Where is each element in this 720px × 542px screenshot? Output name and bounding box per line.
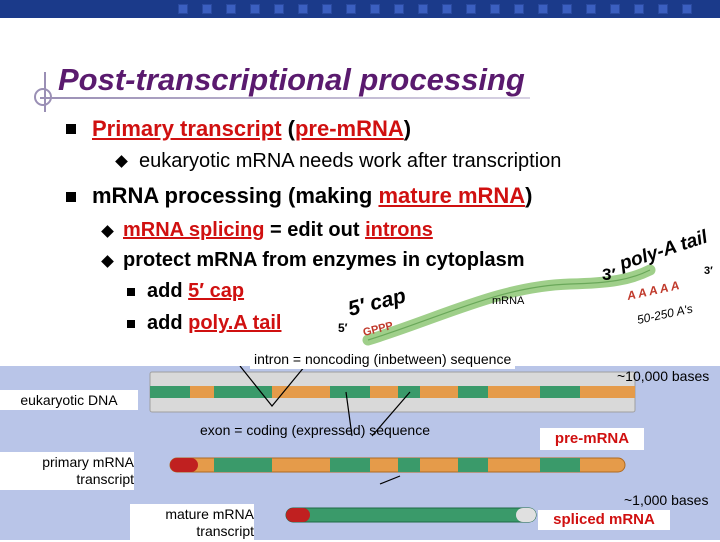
text-fragment: add [147,312,189,334]
five-prime-small: 5′ [338,321,348,335]
mature-mrna-body [285,507,537,523]
dna-exon-segment [150,386,190,398]
bullet-protect-mrna: protect mRNA from enzymes in cytoplasm [123,249,525,271]
text-fragment: = edit out [264,219,366,241]
header-square [322,4,332,14]
header-bar [0,0,720,18]
header-square [610,4,620,14]
header-square [682,4,692,14]
header-square [250,4,260,14]
header-square [442,4,452,14]
sub-sub-bullet-marker [127,288,135,296]
header-square [274,4,284,14]
header-square [586,4,596,14]
header-square [298,4,308,14]
bullet-add-polya: add poly.A tail [147,312,281,335]
bases-bottom-label: ~1,000 bases [624,492,709,508]
primary-transcript-strand [169,457,626,473]
a-count-label: 50-250 A's [636,301,694,326]
header-square [514,4,524,14]
sub-bullet-marker [101,255,114,268]
header-square [226,4,236,14]
three-prime-left: 3′ [602,265,616,284]
bullet-mrna-processing: mRNA processing (making mature mRNA) [92,183,533,209]
header-square [178,4,188,14]
text-fragment: ( [281,116,295,141]
mature-mrna-tail [516,508,536,522]
exon-label: exon = coding (expressed) sequence [200,422,430,438]
mrna-strand-edge [367,269,651,341]
pre-mrna-exon [398,458,420,472]
eukaryotic-dna-label: eukaryotic DNA [0,390,138,410]
pre-mrna-label: pre-mRNA [540,428,644,450]
header-square [562,4,572,14]
bullet-marker [66,192,76,202]
bases-top-label: ~10,000 bases [617,368,710,384]
header-square [490,4,500,14]
mature-mrna-cap [286,508,310,522]
intron-pointer [239,366,306,407]
header-square [658,4,668,14]
header-square [634,4,644,14]
intron-label: intron = noncoding (inbetween) sequence [250,349,516,369]
dna-exon-segment [330,386,370,398]
header-square [466,4,476,14]
term-introns: introns [365,219,433,241]
header-square [538,4,548,14]
primary-mrna-label: primary mRNA transcript [0,452,134,490]
dna-exon-segment [398,386,420,398]
three-prime-right: 3′ [704,265,713,277]
mrna-strand-label: mRNA [492,295,525,307]
mature-mrna-label: mature mRNA transcript [130,504,254,542]
sub-sub-bullet-marker [127,320,135,328]
exon-pointer [345,391,353,437]
mrna-illustration: 5′ 5′ cap GPPP mRNA 3′ poly-A tail 3′ A … [338,228,713,346]
header-square [370,4,380,14]
pre-mrna-cap [170,458,198,472]
slide-title: Post-transcriptional processing [58,62,525,97]
term-polya-tail: poly.A tail [188,312,282,334]
bullet-eukaryotic-mrna: eukaryotic mRNA needs work after transcr… [139,150,562,172]
dna-strand [149,371,636,413]
header-square [394,4,404,14]
bullet-add-cap: add 5′ cap [147,280,244,303]
cap-label: 5′ cap [346,284,409,321]
dna-exon-segment [214,386,272,398]
dna-exon-segment [540,386,580,398]
text-fragment: mRNA processing (making [92,183,379,208]
header-square [346,4,356,14]
splice-pointer [379,475,401,485]
pre-mrna-exon [214,458,272,472]
exon-pointer [371,391,411,437]
sub-bullet-marker [101,225,114,238]
term-5-cap: 5′ cap [188,280,245,302]
dna-exon-segment [458,386,488,398]
splicing-diagram [149,366,636,523]
term-primary-transcript: Primary transcript [92,116,282,141]
text-fragment: ) [403,116,412,141]
sub-bullet-marker [115,155,128,168]
text-fragment: add [147,280,189,302]
spliced-mrna-label: spliced mRNA [538,510,670,530]
pre-mrna-exon [540,458,580,472]
term-pre-mrna: pre-mRNA [294,116,404,141]
pre-mrna-exon [330,458,370,472]
bullet-mrna-splicing: mRNA splicing = edit out introns [123,219,433,242]
text-fragment: ) [525,183,533,208]
bullet-primary-transcript: Primary transcript (pre-mRNA) [92,116,411,142]
term-mrna-splicing: mRNA splicing [123,219,265,241]
bullet-marker [66,124,76,134]
pre-mrna-exon [458,458,488,472]
mature-transcript-strand [285,507,537,523]
title-underline [40,97,530,99]
header-square [202,4,212,14]
header-square [418,4,428,14]
poly-a-tail-label: poly-A tail [616,228,711,275]
term-mature-mrna: mature mRNA [378,183,526,208]
